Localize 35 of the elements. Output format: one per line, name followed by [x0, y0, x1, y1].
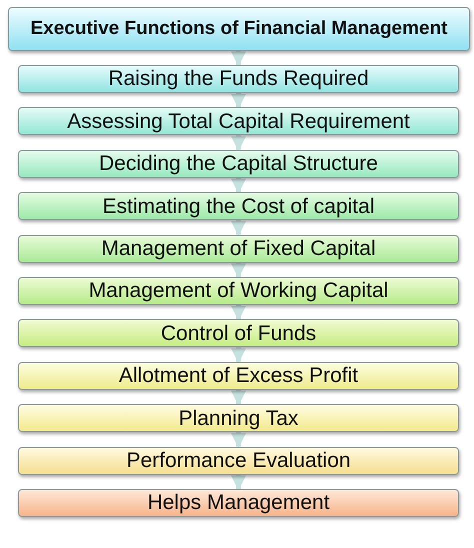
arrow [231, 305, 246, 321]
step-label: Deciding the Capital Structure [99, 152, 378, 176]
step-label: Raising the Funds Required [108, 67, 369, 91]
process-box [18, 192, 459, 220]
step-label: Control of Funds [160, 322, 316, 345]
step-label: Helps Management [147, 491, 330, 515]
process-box [18, 277, 459, 305]
process-box [18, 362, 459, 390]
arrow [231, 347, 246, 364]
arrow [231, 432, 246, 448]
process-box [18, 150, 459, 178]
process-box [18, 107, 459, 136]
step-label: Assessing Total Capital Requirement [67, 110, 410, 133]
process-box [18, 319, 459, 348]
title-box [8, 7, 470, 51]
arrow [231, 178, 246, 194]
heading-text: Executive Functions of Financial Management [30, 18, 448, 40]
process-box [18, 489, 459, 517]
arrow [231, 135, 246, 152]
process-box [18, 446, 459, 475]
arrow [231, 390, 246, 406]
step-label: Management of Fixed Capital [101, 237, 376, 260]
step-label: Management of Working Capital [88, 279, 388, 303]
step-label: Planning Tax [178, 406, 298, 430]
step-label: Performance Evaluation [126, 449, 351, 472]
arrow [231, 220, 246, 236]
process-box [18, 404, 459, 432]
process-box [18, 234, 459, 263]
arrow [231, 262, 246, 278]
step-label: Allotment of Excess Profit [118, 364, 358, 388]
step-label: Estimating the Cost of capital [102, 194, 374, 218]
arrow [231, 93, 246, 109]
arrow [231, 474, 246, 490]
process-box [18, 65, 459, 93]
arrow [231, 51, 246, 66]
